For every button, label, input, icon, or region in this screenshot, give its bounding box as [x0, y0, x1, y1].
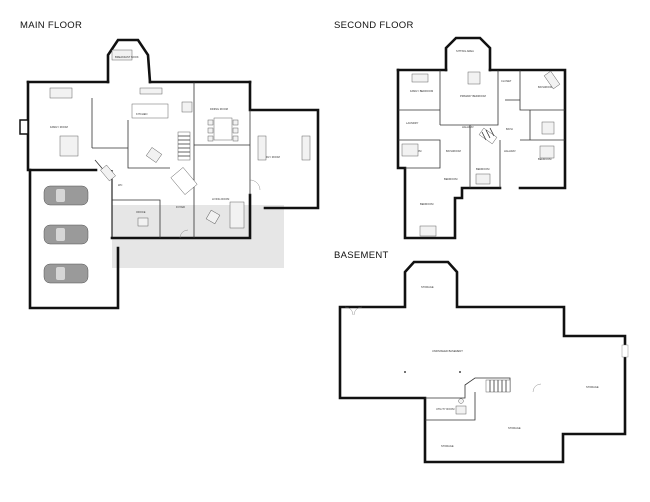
dining-chairs	[207, 119, 239, 142]
main-floor-plan: MAIN FLOOR BREAKFAST NOOK	[19, 20, 320, 310]
car-icon	[43, 185, 89, 206]
room-label-bath: BATHROOM	[538, 85, 553, 89]
room-label-bath-3: BATH	[506, 127, 513, 131]
east-sofa	[257, 135, 267, 161]
room-label-laundry: LAUNDRY	[406, 121, 419, 125]
kitchen-island	[131, 103, 169, 119]
room-label-bedroom-4: BEDROOM	[444, 177, 457, 181]
room-label-living: LIVING ROOM	[212, 197, 229, 201]
door-swing	[532, 383, 542, 393]
bed	[539, 145, 555, 159]
door-swing	[179, 229, 189, 239]
basement-outer-wall	[338, 260, 627, 464]
breakfast-table	[111, 49, 133, 61]
window	[621, 344, 629, 358]
main-south-wall	[110, 193, 252, 240]
room-label-closet: CLOSET	[501, 79, 512, 83]
second-west-south-wall	[396, 68, 502, 240]
bed	[467, 71, 481, 85]
room-label-storage-top: STORAGE	[421, 285, 434, 289]
bathroom-fixture	[541, 121, 555, 135]
kitchen-counter	[139, 87, 163, 95]
stove	[181, 101, 193, 113]
car-icon	[43, 224, 89, 245]
room-label-family-room: FAMILY ROOM	[50, 125, 68, 129]
basement-stairs	[485, 379, 511, 393]
laundry-appliance	[100, 164, 116, 182]
room-label-utility: UTILITY ROOM	[436, 407, 454, 411]
room-label-hallway: HALLWAY	[462, 125, 474, 129]
patio-area	[112, 205, 284, 268]
sofa	[49, 87, 73, 99]
second-bay-wall	[444, 36, 492, 72]
interior-wall	[91, 98, 170, 169]
room-label-bedroom-2: BEDROOM	[476, 167, 489, 171]
room-label-bedroom-5: BEDROOM	[420, 202, 433, 206]
garage-cars	[43, 185, 89, 284]
room-label-sitting: SITTING AREA	[456, 49, 474, 53]
room-label-storage-right: STORAGE	[586, 385, 599, 389]
second-floor-title: SECOND FLOOR	[334, 20, 414, 31]
room-label-family-bedroom: FAMILY BEDROOM	[410, 89, 433, 93]
basement-title: BASEMENT	[334, 250, 389, 261]
office-desk	[137, 217, 149, 227]
bed	[401, 143, 419, 157]
room-label-bedroom-3: BEDROOM	[538, 157, 551, 161]
east-sofa	[301, 135, 311, 161]
room-label-storage-left: STORAGE	[441, 444, 454, 448]
room-label-wc: WC	[118, 183, 122, 187]
room-label-dining: DINING ROOM	[210, 107, 228, 111]
room-label-kitchen: KITCHEN	[136, 112, 148, 116]
car-icon	[43, 263, 89, 284]
interior-wall	[398, 70, 565, 126]
main-floor-title: MAIN FLOOR	[20, 20, 82, 31]
support-column	[404, 371, 406, 373]
second-floor-stairs	[478, 127, 498, 145]
support-column	[459, 371, 461, 373]
sectional-sofa	[59, 135, 79, 157]
bed	[419, 225, 437, 237]
second-north-east-wall	[396, 68, 567, 190]
door-swing	[353, 306, 363, 316]
door-swing	[249, 179, 261, 191]
room-label-breakfast: BREAKFAST NOOK	[115, 55, 139, 59]
room-label-unfinished: UNFINISHED BASEMENT	[432, 349, 463, 353]
fireplace	[19, 119, 29, 135]
bathtub	[543, 70, 561, 90]
door-swing	[344, 306, 354, 316]
dining-table	[213, 117, 233, 141]
main-stairs	[170, 131, 198, 195]
armchair	[205, 209, 221, 225]
room-label-office: OFFICE	[136, 210, 146, 214]
furnace	[455, 405, 467, 415]
bed	[411, 73, 429, 83]
room-label-primary: PRIMARY BEDROOM	[460, 94, 486, 98]
room-label-bathroom-2: BATHROOM	[446, 149, 461, 153]
room-label-foyer: FOYER	[176, 205, 185, 209]
basement-plan: BASEMENT STORAGE UNFINISHED BASEMENT STO…	[334, 250, 629, 464]
bay-window-wall	[106, 38, 152, 84]
water-heater	[458, 398, 464, 404]
living-sofa	[229, 201, 245, 229]
interior-wall	[193, 82, 251, 238]
room-label-family-room-2: FAMILY ROOM	[262, 155, 280, 159]
room-label-hallway-2: HALLWAY	[504, 149, 516, 153]
main-east-wall	[248, 80, 320, 210]
interior-wall	[398, 99, 565, 188]
cabinet	[145, 147, 163, 163]
bed	[475, 173, 491, 185]
second-floor-plan: SECOND FLOOR SITTING AREA FAMILY BEDROOM…	[334, 20, 567, 240]
room-label-storage-bottom: STORAGE	[508, 426, 521, 430]
garage-wall	[28, 168, 120, 310]
